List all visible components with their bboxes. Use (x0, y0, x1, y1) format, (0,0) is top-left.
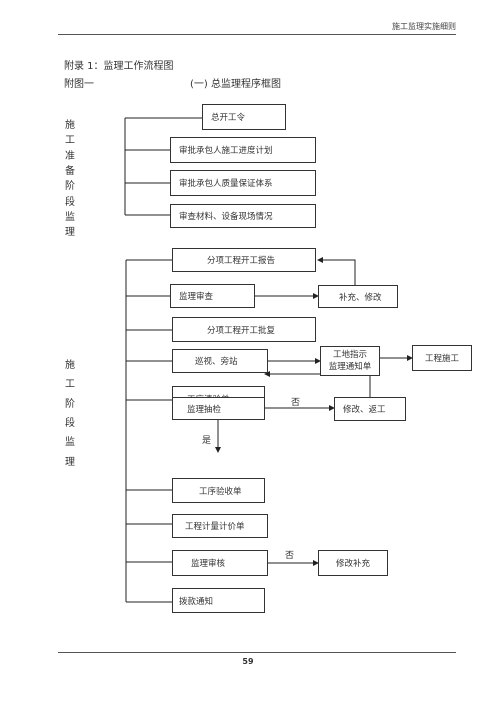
phase-label-char: 段 (65, 417, 75, 429)
box-acceptance-form: 工序验收单 (172, 478, 265, 503)
box-supervision-audit: 监理审核 (172, 550, 268, 576)
box-spot-check: 监理抽检 (172, 397, 265, 420)
figure-label: 附图一 (64, 79, 94, 90)
box-instruction-notice: 工地指示 监理通知单 (320, 346, 380, 376)
box-patrol-sidestation: 巡视、旁站 (172, 349, 268, 373)
arrow-rework-to-process-form (264, 371, 371, 397)
phase-label-char: 备 (65, 165, 75, 177)
phase-label-char: 理 (65, 227, 75, 239)
edge-label-no-rework: 否 (291, 398, 301, 408)
edge-label-yes: 是 (202, 436, 212, 446)
box-payment-notice: 拨款通知 (172, 588, 265, 613)
header-rule (58, 34, 456, 35)
box-construction: 工程施工 (412, 345, 472, 371)
box-supplement-modify: 补充、修改 (318, 285, 398, 308)
box-supervision-review: 监理审查 (170, 284, 255, 308)
phase-label-char: 监 (65, 211, 75, 223)
phase-label-char: 施 (65, 360, 75, 371)
phase-label-char: 理 (65, 456, 75, 468)
phase-label-char: 监 (65, 437, 75, 449)
box-sub-start-report: 分项工程开工报告 (172, 248, 316, 272)
phase-label-char: 工 (65, 379, 75, 391)
running-header: 施工监理实施细则 (392, 22, 456, 31)
box-modify-rework: 修改、返工 (334, 397, 406, 421)
appendix-title: 附录 1：监理工作流程图 (64, 61, 174, 72)
phase-label-char: 段 (65, 196, 75, 208)
box-modify-supplement: 修改补充 (318, 550, 388, 576)
phase-label-char: 准 (65, 150, 75, 162)
figure-title: (一) 总监理程序框图 (190, 79, 281, 90)
box-approve-quality: 审批承包人质量保证体系 (170, 170, 316, 196)
phase-label-char: 工 (65, 135, 75, 147)
box-quantity-form: 工程计量计价单 (172, 514, 268, 538)
phase-label-char: 阶 (65, 181, 75, 193)
box-inspect-materials: 审查材料、设备现场情况 (170, 204, 316, 228)
edge-label-no-modify: 否 (285, 551, 295, 561)
box-start-order: 总开工令 (202, 104, 286, 130)
phase-label-char: 阶 (65, 398, 75, 410)
phase-label-char: 施 (65, 120, 75, 131)
box-approve-schedule: 审批承包人施工进度计划 (170, 137, 316, 163)
page-number: 59 (242, 657, 254, 666)
arrow-supplement-to-report (317, 257, 356, 285)
box-sub-start-approval: 分项工程开工批复 (172, 317, 316, 342)
footer-rule (58, 652, 456, 653)
